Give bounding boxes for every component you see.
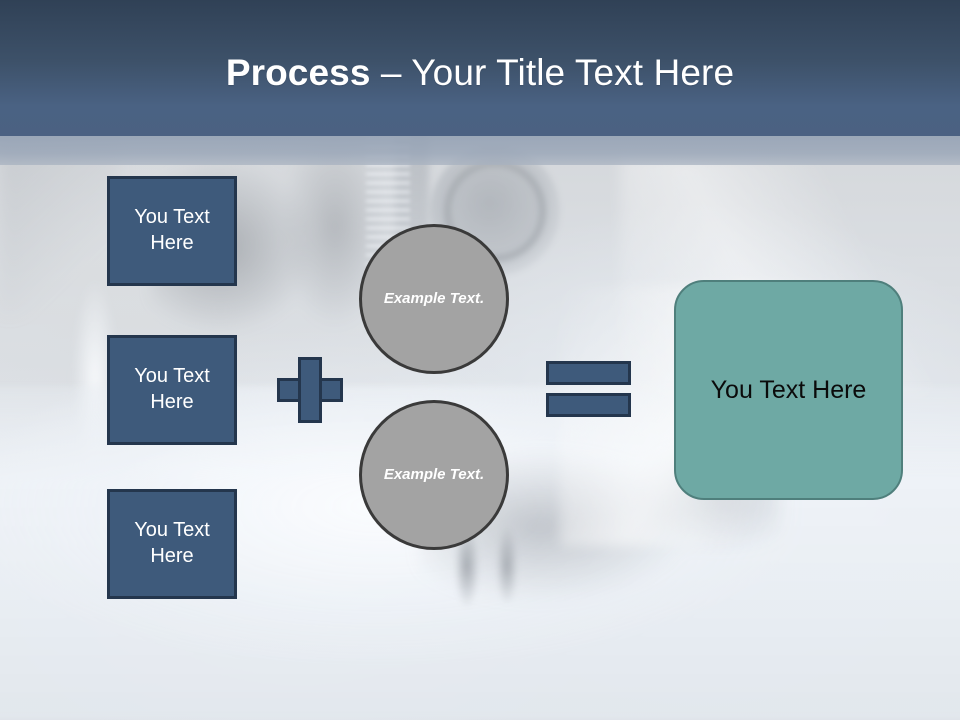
result-box-label: You Text Here <box>710 375 867 404</box>
title-underband <box>0 136 960 165</box>
equals-icon <box>546 361 631 417</box>
input-box-1-label: You Text Here <box>134 206 210 254</box>
example-circle-2-label: Example Text. <box>383 465 485 483</box>
equals-icon-bottom-bar <box>546 393 631 417</box>
result-box[interactable]: You Text Here <box>674 280 903 500</box>
equals-icon-top-bar <box>546 361 631 385</box>
example-circle-2[interactable]: Example Text. <box>359 400 509 550</box>
page-title: Process – Your Title Text Here <box>226 54 734 91</box>
input-box-1[interactable]: You Text Here <box>107 176 237 286</box>
page-title-rest: – Your Title Text Here <box>370 51 735 93</box>
input-box-2[interactable]: You Text Here <box>107 335 237 445</box>
plus-icon <box>277 357 343 423</box>
input-box-3[interactable]: You Text Here <box>107 489 237 599</box>
plus-icon-center-fill <box>301 381 319 399</box>
title-bar: Process – Your Title Text Here <box>0 0 960 136</box>
page-title-emphasis: Process <box>225 51 371 93</box>
input-box-2-label: You Text Here <box>134 365 210 413</box>
example-circle-1[interactable]: Example Text. <box>359 224 509 374</box>
input-box-3-label: You Text Here <box>134 519 210 567</box>
example-circle-1-label: Example Text. <box>383 289 485 307</box>
